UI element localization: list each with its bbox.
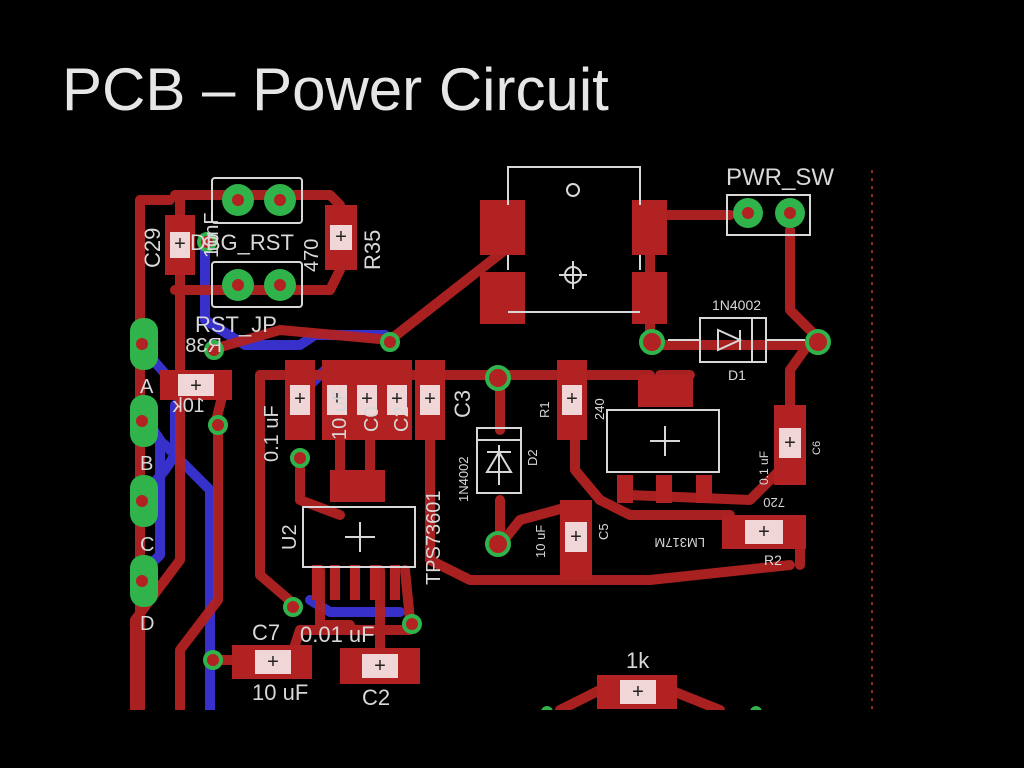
label-r1k: 1k: [626, 648, 650, 673]
label-r35: R35: [360, 230, 385, 270]
label-r720: 720: [763, 495, 785, 510]
label-dbg-rst: DBG_RST: [190, 230, 294, 255]
label-r10k: 10k: [172, 395, 205, 417]
label-c2: C2: [362, 685, 390, 710]
label-c01uf: 0.1 uF: [261, 405, 283, 462]
svg-text:+: +: [570, 526, 582, 548]
page-title: PCB – Power Circuit: [62, 56, 609, 123]
svg-text:+: +: [784, 432, 796, 454]
label-pwr-sw: PWR_SW: [726, 164, 834, 191]
svg-text:+: +: [335, 226, 347, 248]
label-c3: C3: [450, 390, 475, 418]
label-d1-part: 1N4002: [712, 297, 761, 313]
label-c: C: [140, 534, 154, 556]
svg-text:+: +: [632, 681, 644, 703]
label-r470: 470: [301, 239, 323, 272]
label-b: B: [140, 453, 153, 475]
label-a: A: [140, 376, 154, 398]
label-r38: R38: [185, 335, 222, 357]
label-c-overlap2: C2: [391, 406, 413, 432]
label-c-overlap: C0: [361, 406, 383, 432]
label-c6-val: 0.1 uF: [757, 451, 771, 485]
svg-text:+: +: [374, 655, 386, 677]
label-r2: R2: [764, 552, 782, 568]
silkscreen-labels: C29 DBG_RST 10nF 470 R35 RST_JP R38 A 10…: [140, 164, 834, 710]
silkscreen-outlines: [211, 166, 811, 568]
svg-text:+: +: [566, 388, 578, 410]
svg-text:+: +: [424, 388, 436, 410]
label-d2: D2: [525, 449, 540, 466]
label-c29: C29: [140, 228, 165, 268]
through-hole-pads: [130, 184, 831, 718]
label-d1: D1: [728, 367, 746, 383]
label-dbg-rst-top: 10nF: [201, 212, 223, 258]
svg-text:+: +: [190, 375, 202, 397]
label-d: D: [140, 613, 154, 635]
label-c5: C5: [596, 523, 611, 540]
label-c2-val: 0.01 uF: [300, 622, 375, 647]
svg-text:+: +: [391, 388, 403, 410]
svg-text:+: +: [174, 233, 186, 255]
label-c10uf-a: 10 uF: [329, 389, 351, 440]
label-r1: R1: [537, 401, 552, 418]
svg-text:+: +: [331, 388, 343, 410]
label-c6: C6: [811, 441, 823, 455]
label-d2-part: 1N4002: [456, 456, 471, 502]
label-r240: 240: [592, 398, 607, 420]
label-u2: U2: [279, 524, 301, 550]
label-lm317: LM317M: [654, 535, 705, 550]
label-tps: TPS73601: [423, 490, 445, 585]
label-rst-jp: RST_JP: [195, 312, 277, 337]
svg-text:+: +: [294, 388, 306, 410]
svg-text:+: +: [361, 388, 373, 410]
label-c7-val: 10 uF: [252, 680, 308, 705]
label-c7: C7: [252, 620, 280, 645]
svg-text:+: +: [267, 651, 279, 673]
svg-text:+: +: [758, 521, 770, 543]
label-c5-val: 10 uF: [533, 525, 548, 558]
smd-parts: + + + + + + + + + + +: [160, 200, 806, 709]
